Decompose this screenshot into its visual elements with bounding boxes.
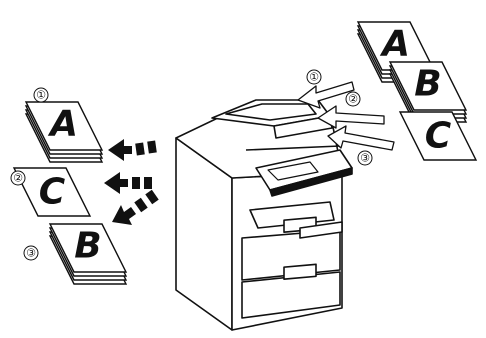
svg-text:①: ① <box>36 89 46 102</box>
svg-text:③: ③ <box>360 152 370 165</box>
svg-text:①: ① <box>309 71 319 84</box>
output-stack-2: C <box>14 168 90 216</box>
input-order-3: ③ <box>358 151 372 165</box>
output-arrow-2 <box>104 172 152 194</box>
svg-text:③: ③ <box>26 247 36 260</box>
output-stack-1-letter: A <box>47 104 78 145</box>
output-stack-1: A <box>26 102 102 162</box>
output-order-3: ③ <box>24 246 38 260</box>
input-stack-3-letter: C <box>425 116 452 157</box>
output-order-2: ② <box>11 171 25 185</box>
output-stack-3: B <box>50 224 126 284</box>
output-order-1: ① <box>34 88 48 102</box>
input-stack-2-letter: B <box>414 64 441 105</box>
svg-text:②: ② <box>348 93 358 106</box>
output-stack-3-letter: B <box>74 226 101 267</box>
svg-text:②: ② <box>13 172 23 185</box>
output-stack-2-letter: C <box>39 172 66 213</box>
output-arrow-3 <box>112 190 159 225</box>
output-arrow-1 <box>108 139 157 161</box>
multifunction-printer-icon <box>176 100 352 330</box>
input-stack-1-letter: A <box>379 24 410 65</box>
input-order-2: ② <box>346 92 360 106</box>
input-order-1: ① <box>307 70 321 84</box>
